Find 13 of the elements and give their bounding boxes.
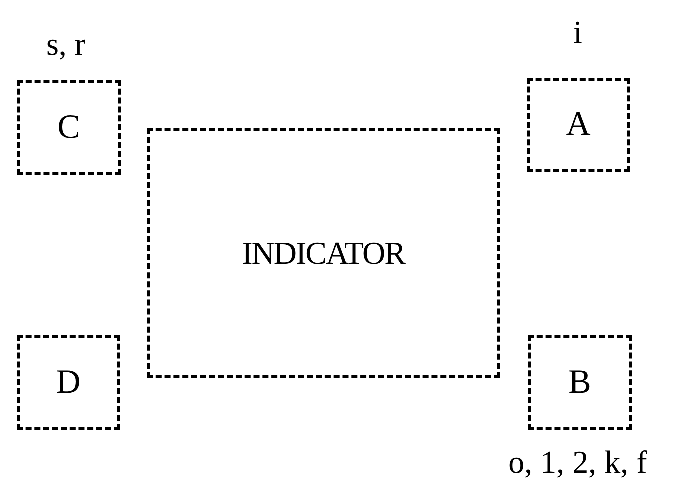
box-label: B [568, 366, 592, 400]
dashed-box [527, 78, 630, 172]
box-label: A [566, 108, 591, 142]
box-label: D [56, 366, 81, 400]
box-caption: i [574, 16, 582, 48]
box-label: C [58, 110, 80, 144]
dashed-box [528, 335, 632, 430]
dashed-box [147, 128, 500, 378]
box-caption: s, r [46, 28, 86, 60]
dashed-box [17, 80, 121, 175]
dashed-box [17, 335, 120, 430]
box-label: INDICATOR [242, 237, 405, 269]
box-caption: o, 1, 2, k, f [508, 446, 648, 478]
